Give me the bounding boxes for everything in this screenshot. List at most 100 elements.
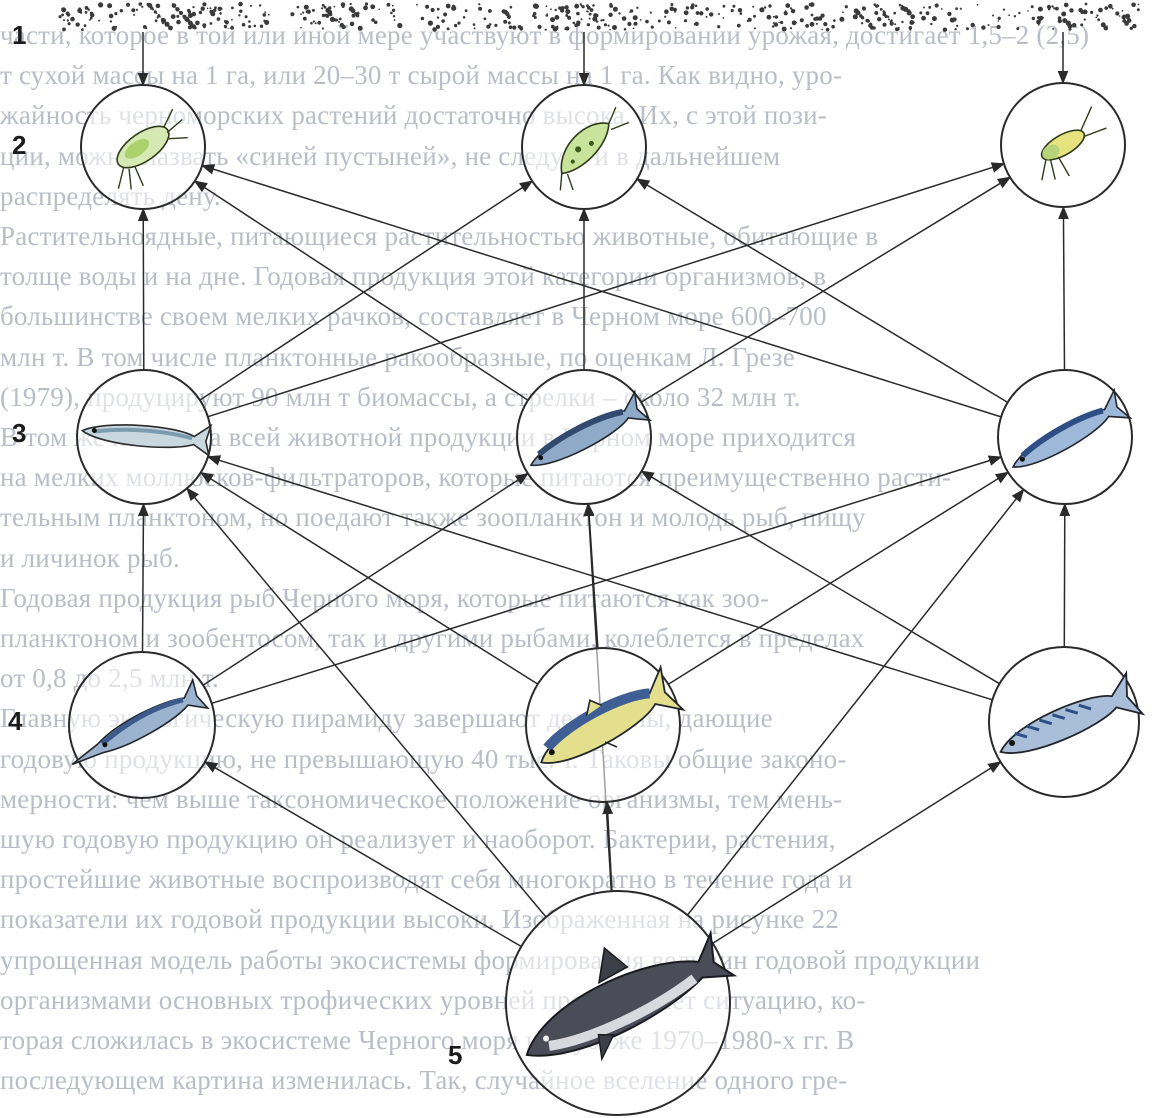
trophic-arrow <box>200 164 1002 418</box>
phytoplankton-dot <box>1095 16 1098 19</box>
phytoplankton-dot <box>695 11 700 15</box>
phytoplankton-dot <box>670 3 674 6</box>
phytoplankton-dot <box>766 14 772 20</box>
phytoplankton-dot <box>159 16 161 18</box>
phytoplankton-dot <box>107 3 113 9</box>
phytoplankton-dot <box>955 7 958 10</box>
phytoplankton-dot <box>970 22 975 28</box>
phytoplankton-dot <box>574 3 580 9</box>
phytoplankton-dot <box>61 7 67 13</box>
phytoplankton-dot <box>674 10 677 13</box>
node-fish-1 <box>76 369 213 505</box>
phytoplankton-dot <box>579 3 582 6</box>
phytoplankton-dot <box>521 26 523 28</box>
page-text-line: и личинок рыб. <box>0 542 180 573</box>
phytoplankton-dot <box>627 21 632 27</box>
phytoplankton-dot <box>390 11 393 15</box>
phytoplankton-dot <box>355 14 360 18</box>
phytoplankton-dot <box>133 13 136 16</box>
phytoplankton-dot <box>1062 18 1068 24</box>
page-text-line: упрощенная модель работы экосистемы форм… <box>0 944 981 975</box>
phytoplankton-dot <box>1090 10 1094 14</box>
phytoplankton-dot <box>649 11 652 14</box>
phytoplankton-dot <box>589 8 594 12</box>
phytoplankton-dot <box>623 18 626 21</box>
phytoplankton-dot <box>581 5 585 9</box>
phytoplankton-dot <box>1080 23 1084 27</box>
phytoplankton-dot <box>170 14 176 19</box>
phytoplankton-dot <box>1098 7 1103 13</box>
phytoplankton-dot <box>338 21 340 23</box>
phytoplankton-dot <box>554 26 559 31</box>
phytoplankton-dot <box>987 24 990 26</box>
phytoplankton-dot <box>1013 15 1017 18</box>
phytoplankton-dot <box>879 7 883 11</box>
node-zooplankton-2 <box>521 84 647 210</box>
phytoplankton-dot <box>248 25 252 29</box>
phytoplankton-dot <box>131 8 136 13</box>
phytoplankton-dot <box>187 25 192 30</box>
phytoplankton-dot <box>618 12 621 15</box>
phytoplankton-dot <box>809 21 815 27</box>
phytoplankton-dot <box>290 12 295 17</box>
phytoplankton-dot <box>135 8 138 11</box>
page-text-line: толще воды и на дне. Годовая продукция э… <box>0 261 827 292</box>
phytoplankton-dot <box>430 7 435 13</box>
phytoplankton-dot <box>83 24 87 27</box>
phytoplankton-dot <box>718 13 720 15</box>
phytoplankton-dot <box>546 13 548 15</box>
phytoplankton-dot <box>877 17 882 22</box>
phytoplankton-dot <box>780 20 784 25</box>
phytoplankton-dot <box>328 6 332 10</box>
phytoplankton-dot <box>109 20 113 23</box>
phytoplankton-dot <box>202 2 207 7</box>
phytoplankton-dot <box>1063 2 1069 8</box>
phytoplankton-dot <box>312 20 315 23</box>
trophic-arrow <box>712 761 1002 944</box>
phytoplankton-dot <box>321 3 325 7</box>
phytoplankton-dot <box>869 25 875 30</box>
phytoplankton-dot <box>464 9 468 13</box>
page-text-line: шую годовую продукцию он реализует и нао… <box>0 824 836 854</box>
phytoplankton-dot <box>565 14 569 17</box>
phytoplankton-dot <box>209 22 213 25</box>
phytoplankton-dot <box>141 5 144 8</box>
phytoplankton-dot <box>241 22 246 27</box>
phytoplankton-dot <box>1132 23 1137 29</box>
phytoplankton-dot <box>931 16 937 22</box>
phytoplankton-dot <box>1128 20 1131 23</box>
page-text-line: простейшие животные воспроизводят себя м… <box>0 864 853 895</box>
phytoplankton-dot <box>940 8 943 10</box>
phytoplankton-dot <box>737 8 743 13</box>
phytoplankton-dot <box>1002 8 1006 11</box>
level-label-3: 3 <box>12 418 26 448</box>
phytoplankton-dot <box>810 13 814 17</box>
node-predator-3 <box>988 646 1146 798</box>
phytoplankton-dot <box>263 19 266 23</box>
phytoplankton-dot <box>882 22 887 27</box>
phytoplankton-dot <box>321 13 326 18</box>
node-fish-3 <box>997 369 1133 505</box>
phytoplankton-dot <box>98 2 104 8</box>
phytoplankton-dot <box>565 9 571 15</box>
phytoplankton-dot <box>152 8 154 11</box>
phytoplankton-dot <box>925 11 930 16</box>
phytoplankton-dot <box>1027 10 1029 12</box>
phytoplankton-dot <box>223 24 227 29</box>
phytoplankton-dot <box>981 25 986 30</box>
phytoplankton-dot <box>900 5 906 11</box>
phytoplankton-dot <box>889 20 892 23</box>
phytoplankton-dot <box>1111 7 1114 10</box>
phytoplankton-dot <box>171 3 177 8</box>
phytoplankton-dot <box>462 15 466 19</box>
phytoplankton-dot <box>595 20 599 23</box>
phytoplankton-dot <box>722 4 726 8</box>
phytoplankton-dot <box>664 15 667 18</box>
phytoplankton-dot <box>425 4 430 9</box>
phytoplankton-dot <box>441 19 445 23</box>
phytoplankton-dot <box>596 25 601 30</box>
trophic-arrow <box>635 178 1008 404</box>
phytoplankton-dot <box>771 25 775 28</box>
phytoplankton-dot <box>1051 5 1054 8</box>
phytoplankton-dot <box>894 23 897 26</box>
